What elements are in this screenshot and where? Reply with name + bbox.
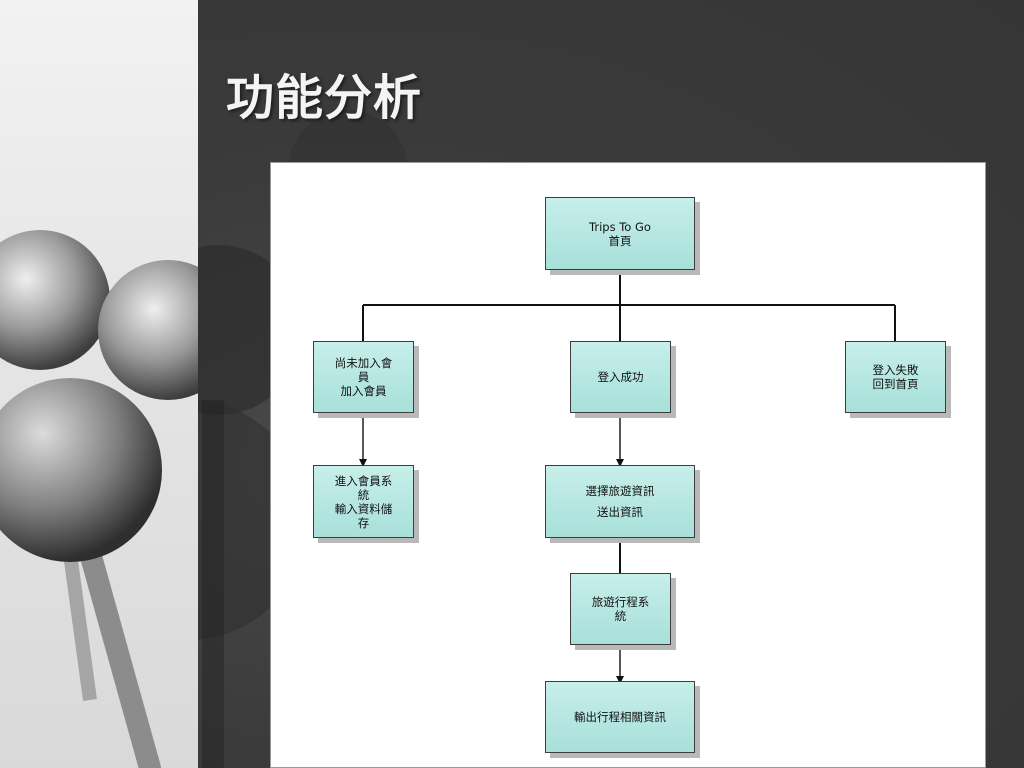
node-choose-travel-info: 選擇旅遊資訊送出資訊 bbox=[545, 465, 695, 538]
node-line: 尚未加入會 bbox=[334, 356, 393, 370]
node-line: 登入失敗 bbox=[872, 363, 919, 377]
pushpin-photo-graphic bbox=[0, 230, 200, 768]
node-text: 尚未加入會員加入會員 bbox=[335, 356, 393, 398]
node-line: Trips To Go bbox=[589, 219, 651, 234]
node-line: 存 bbox=[357, 515, 370, 530]
node-line: 送出資訊 bbox=[597, 505, 643, 519]
node-line: 登入成功 bbox=[597, 370, 644, 384]
slide-title: 功能分析 bbox=[226, 70, 423, 126]
node-line: 員 bbox=[357, 370, 370, 384]
node-line: 統 bbox=[357, 487, 370, 502]
node-itinerary-system: 旅遊行程系統 bbox=[570, 573, 671, 645]
node-text: 進入會員系統輸入資料儲存 bbox=[335, 474, 393, 530]
node-text: 登入失敗回到首頁 bbox=[873, 363, 919, 391]
node-line: 輸入資料儲 bbox=[334, 501, 393, 516]
node-line: 加入會員 bbox=[340, 384, 387, 398]
node-line: 進入會員系 bbox=[334, 473, 393, 488]
node-line: 統 bbox=[614, 609, 627, 623]
node-text: 登入成功 bbox=[598, 370, 644, 384]
node-output-itinerary: 輸出行程相關資訊 bbox=[545, 681, 695, 753]
pushpin-photo-left bbox=[0, 0, 200, 768]
node-not-member: 尚未加入會員加入會員 bbox=[313, 341, 414, 413]
node-member-system: 進入會員系統輸入資料儲存 bbox=[313, 465, 414, 538]
node-line: 輸出行程相關資訊 bbox=[574, 710, 666, 724]
node-text: 選擇旅遊資訊送出資訊 bbox=[586, 484, 655, 519]
node-login-fail: 登入失敗回到首頁 bbox=[845, 341, 946, 413]
node-line-gap bbox=[586, 498, 655, 505]
node-text: 輸出行程相關資訊 bbox=[574, 710, 666, 724]
node-line: 首頁 bbox=[608, 233, 632, 248]
node-text: 旅遊行程系統 bbox=[592, 595, 650, 623]
node-line: 回到首頁 bbox=[872, 377, 919, 391]
node-login-success: 登入成功 bbox=[570, 341, 671, 413]
node-line: 選擇旅遊資訊 bbox=[585, 484, 655, 498]
flowchart-connectors bbox=[359, 270, 896, 684]
node-line: 旅遊行程系 bbox=[591, 595, 650, 609]
